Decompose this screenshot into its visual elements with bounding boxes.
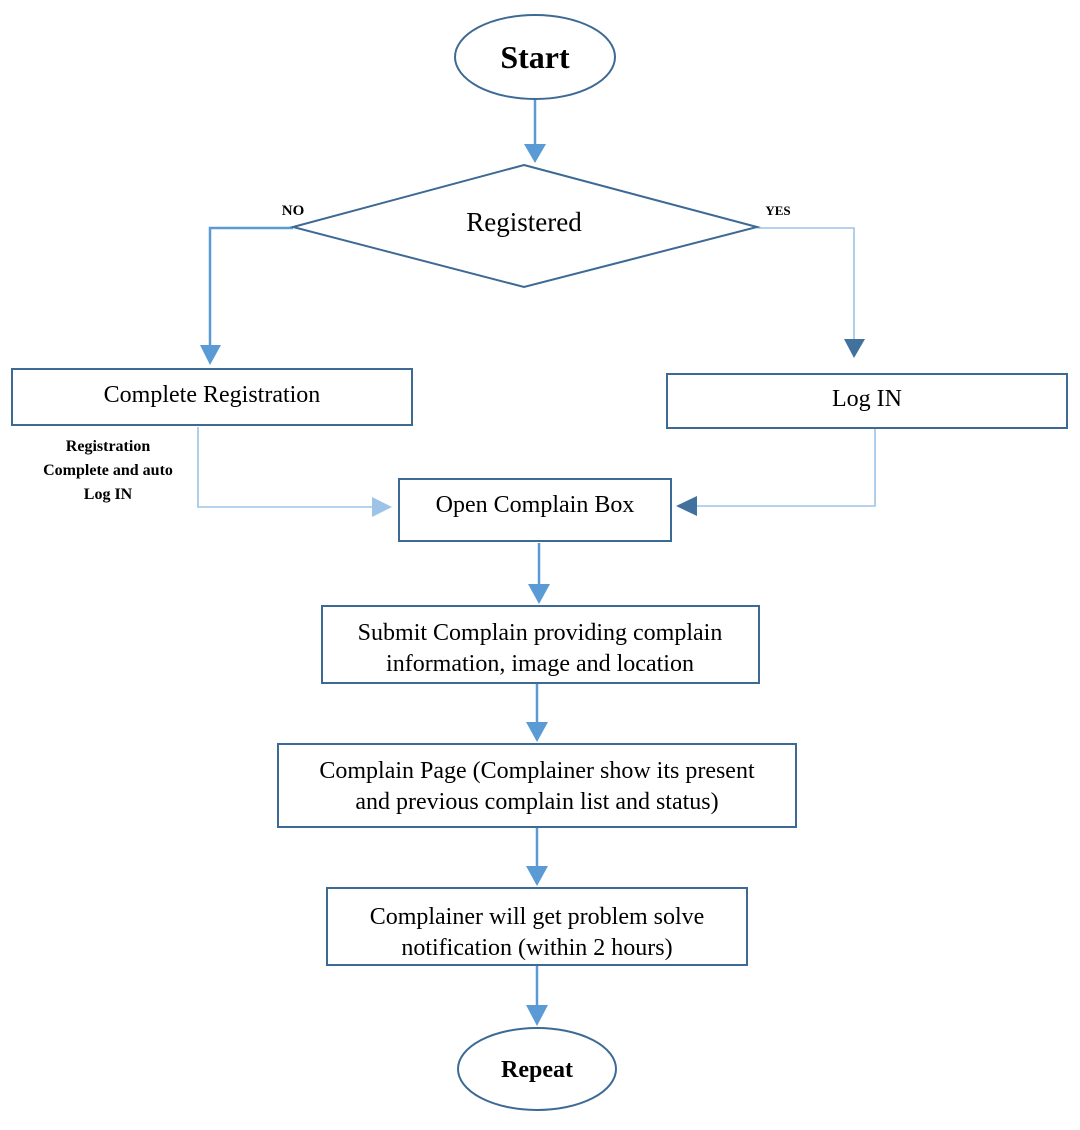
registration-label: Complete Registration <box>104 382 321 408</box>
connector-notification-to-repeat <box>526 966 548 1026</box>
registration-note-line-3: Log IN <box>84 486 133 503</box>
registration-note-line-2: Complete and auto <box>43 462 173 479</box>
complain-box: Open Complain Box <box>398 478 672 542</box>
login-label: Log IN <box>832 386 902 412</box>
connector-registration-to-complain-box <box>197 427 392 517</box>
registration-note: Registration Complete and auto Log IN <box>43 438 173 503</box>
registration-note-line-1: Registration <box>66 438 151 455</box>
registered-decision: Registered <box>289 163 761 289</box>
login-box: Log IN <box>666 373 1068 429</box>
connector-submit-to-complain-page <box>526 684 548 742</box>
submit-line-2: information, image and location <box>386 651 694 677</box>
connector-login-to-complain-box <box>676 429 876 516</box>
connector-complain-page-to-notification <box>526 828 548 886</box>
connector-complain-box-to-submit <box>528 543 550 604</box>
complain-page-box: Complain Page (Complainer show its prese… <box>277 743 797 828</box>
repeat-label: Repeat <box>501 1057 573 1083</box>
connector-no-to-registration <box>200 226 293 365</box>
start-node: Start <box>454 14 616 100</box>
decision-label: Registered <box>466 207 582 237</box>
complain-box-label: Open Complain Box <box>436 492 635 518</box>
decision-yes-label: YES <box>765 203 790 218</box>
complain-page-line-1: Complain Page (Complainer show its prese… <box>319 758 755 784</box>
submit-line-1: Submit Complain providing complain <box>358 620 723 646</box>
decision-no-label: NO <box>282 203 305 219</box>
submit-complain-box: Submit Complain providing complain infor… <box>321 605 760 684</box>
notification-box: Complainer will get problem solve notifi… <box>326 887 748 966</box>
connector-start-to-decision <box>524 98 546 163</box>
complain-page-line-2: and previous complain list and status) <box>355 789 718 815</box>
connector-yes-to-login <box>757 227 865 358</box>
repeat-node: Repeat <box>457 1027 617 1111</box>
notification-line-1: Complainer will get problem solve <box>370 904 705 930</box>
start-label: Start <box>500 39 570 75</box>
notification-line-2: notification (within 2 hours) <box>401 935 672 961</box>
registration-box: Complete Registration <box>11 368 413 426</box>
